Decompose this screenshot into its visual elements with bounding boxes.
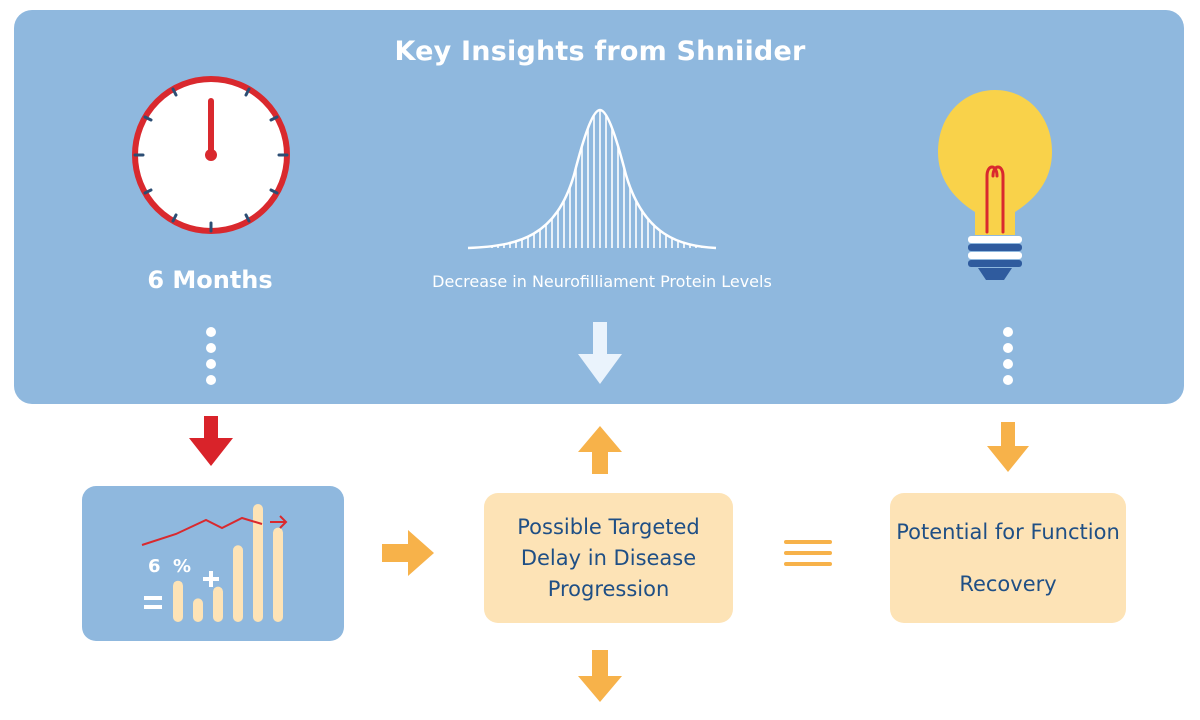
delay-line-1: Possible Targeted [517, 514, 700, 539]
mini-bar [253, 504, 263, 622]
timeline-label: 6 Months [147, 266, 273, 294]
mini-chart-percent: % [173, 556, 192, 577]
mini-bar [233, 545, 243, 622]
mini-bar [173, 580, 183, 622]
mini-bar [213, 586, 223, 622]
biomarker-label: Decrease in Neurofilliament Protein Leve… [432, 272, 772, 291]
mini-chart-number: 6 [148, 556, 161, 577]
function-recovery-card: Potential for Function Recovery [890, 493, 1126, 623]
mini-bar [273, 527, 283, 622]
page-title: Key Insights from Shniider [394, 36, 806, 67]
recovery-line-2: Recovery [959, 571, 1057, 596]
delay-line-3: Progression [547, 576, 670, 601]
recovery-line-1: Potential for Function [896, 519, 1120, 544]
delay-line-2: Delay in Disease [520, 545, 697, 570]
delay-progression-card: Possible Targeted Delay in Disease Progr… [484, 493, 733, 623]
mini-bar [193, 598, 203, 622]
